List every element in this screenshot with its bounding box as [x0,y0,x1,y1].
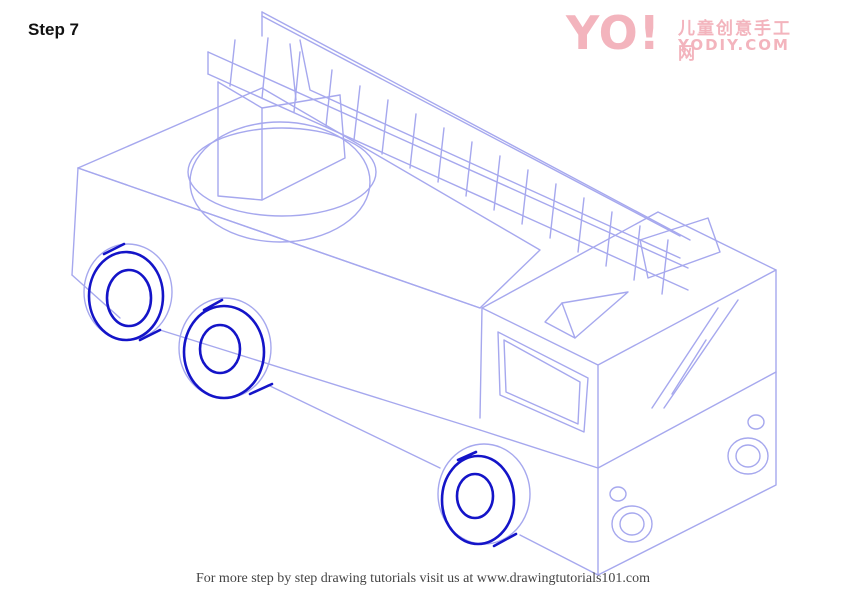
yodiy-logo: YO! 儿童创意手工网 YODIY.COM [566,6,806,64]
wheel-rear [87,242,165,342]
step-title: Step 7 [28,20,80,39]
logo-chinese-text: 儿童创意手工网 [678,19,792,64]
wheels [87,242,518,548]
wheel-middle [182,298,274,400]
logo-latin-text: YODIY.COM [678,36,790,54]
wheel-front [440,450,518,548]
logo-mark: YO! [566,6,661,60]
footer-credit: For more step by step drawing tutorials … [195,571,651,586]
sketch-lines [71,11,777,576]
